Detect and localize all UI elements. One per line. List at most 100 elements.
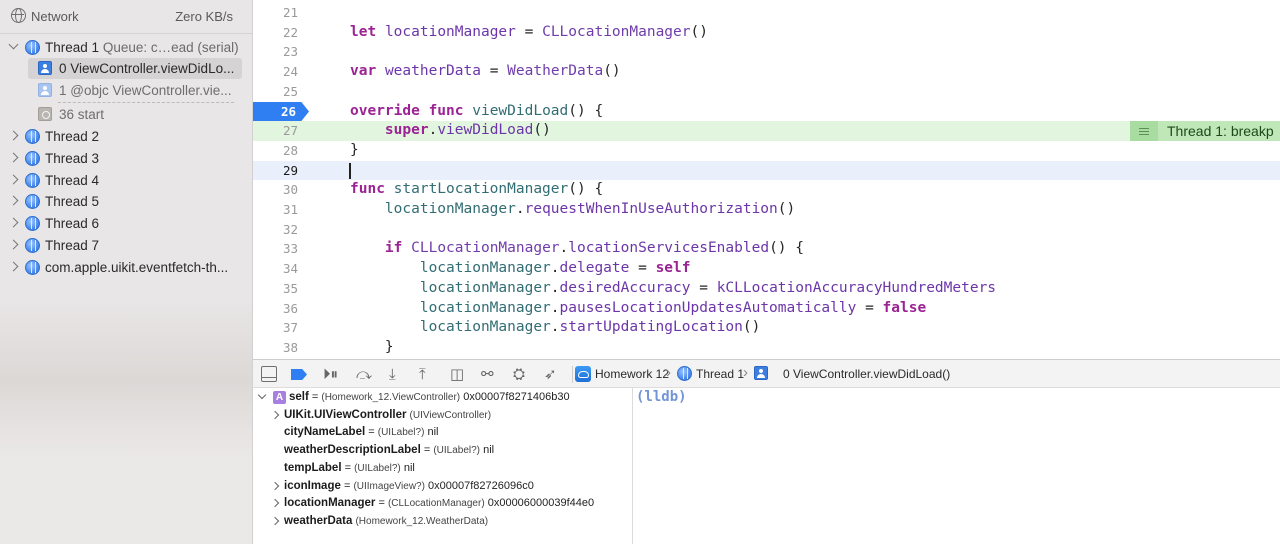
code-text: locationManager.pausesLocationUpdatesAut… bbox=[419, 299, 927, 316]
thread-row[interactable]: Thread 3 bbox=[0, 148, 253, 169]
line-number: 24 bbox=[282, 64, 298, 80]
memory-graph-icon[interactable]: ⚯ bbox=[481, 365, 494, 383]
variable-row[interactable]: cityNameLabel = (UILabel?) nil bbox=[253, 424, 633, 442]
variable-row[interactable]: tempLabel = (UILabel?) nil bbox=[253, 460, 633, 478]
code-line[interactable]: 25 bbox=[253, 82, 1280, 102]
line-number: 31 bbox=[282, 202, 298, 217]
thread-icon bbox=[25, 40, 40, 55]
variable-text: UIKit.UIViewController (UIViewController… bbox=[284, 408, 492, 421]
variable-row[interactable]: weatherDescriptionLabel = (UILabel?) nil bbox=[253, 442, 633, 460]
code-line[interactable]: 27 super.viewDidLoad()Thread 1: breakp bbox=[253, 121, 1280, 142]
breakpoint-marker[interactable]: 26 bbox=[253, 101, 309, 122]
chevron-right-icon[interactable] bbox=[8, 217, 19, 228]
code-text: override func viewDidLoad() { bbox=[350, 102, 604, 119]
code-line[interactable]: 21 bbox=[253, 3, 1280, 23]
variable-row[interactable]: locationManager = (CLLocationManager) 0x… bbox=[253, 495, 633, 513]
chevron-down-icon[interactable] bbox=[8, 39, 19, 50]
variable-text: locationManager = (CLLocationManager) 0x… bbox=[284, 497, 595, 510]
breadcrumb-app[interactable]: Homework 12 bbox=[595, 367, 670, 381]
step-into-icon[interactable]: ⤓ bbox=[389, 365, 396, 383]
thread-icon bbox=[25, 259, 40, 275]
chevron-right-icon[interactable] bbox=[8, 261, 19, 272]
code-line[interactable]: 34 locationManager.delegate = self bbox=[253, 259, 1280, 279]
text-cursor bbox=[349, 162, 351, 179]
code-text: locationManager.startUpdatingLocation() bbox=[419, 319, 761, 336]
thread-row[interactable]: Thread 5 bbox=[0, 191, 253, 212]
code-line[interactable]: 32 bbox=[253, 220, 1280, 240]
chevron-right-icon[interactable] bbox=[8, 152, 19, 163]
hide-debug-area-icon[interactable] bbox=[261, 366, 277, 382]
user-code-icon bbox=[38, 61, 52, 75]
line-number: 33 bbox=[282, 241, 298, 257]
console[interactable]: (lldb) bbox=[634, 388, 1280, 544]
chevron-right-icon[interactable] bbox=[270, 481, 280, 490]
network-label: Network bbox=[31, 9, 79, 24]
thread-label: com.apple.uikit.eventfetch-th... bbox=[45, 259, 229, 275]
line-number: 34 bbox=[282, 261, 298, 277]
chevron-right-icon[interactable] bbox=[8, 195, 19, 206]
simulate-location-icon[interactable]: ➶ bbox=[544, 365, 557, 383]
chevron-right-icon[interactable] bbox=[270, 410, 280, 419]
line-number: 36 bbox=[282, 300, 298, 316]
thread-row[interactable]: com.apple.uikit.eventfetch-th... bbox=[0, 257, 253, 278]
chevron-right-icon[interactable] bbox=[270, 498, 280, 508]
code-text: locationManager.delegate = self bbox=[419, 260, 691, 277]
line-number: 35 bbox=[282, 280, 298, 296]
debug-navigator: Network Zero KB/s Thread 1 Queue: c…ead … bbox=[0, 0, 253, 544]
variable-row[interactable]: UIKit.UIViewController (UIViewController… bbox=[253, 407, 633, 425]
variable-text: weatherData (Homework_12.WeatherData) bbox=[284, 514, 489, 527]
stack-frame-1[interactable]: 1 @objc ViewController.vie... bbox=[28, 80, 242, 101]
thread-stop-badge[interactable]: Thread 1: breakp bbox=[1130, 121, 1280, 142]
chevron-right-icon[interactable] bbox=[270, 516, 280, 526]
variable-text: weatherDescriptionLabel = (UILabel?) nil bbox=[284, 444, 495, 457]
variable-row[interactable]: weatherData (Homework_12.WeatherData) bbox=[253, 513, 633, 531]
code-line[interactable]: 31 locationManager.requestWhenInUseAutho… bbox=[253, 200, 1280, 220]
code-text: locationManager.requestWhenInUseAuthoriz… bbox=[384, 201, 796, 217]
code-line[interactable]: 38 } bbox=[253, 338, 1280, 358]
chevron-right-icon[interactable] bbox=[8, 130, 19, 141]
step-out-icon[interactable]: ⤒ bbox=[419, 365, 426, 383]
variable-row[interactable]: iconImage = (UIImageView?) 0x00007f82726… bbox=[253, 478, 633, 496]
code-line[interactable]: 28} bbox=[253, 141, 1280, 161]
step-over-icon[interactable]: ⤼ bbox=[356, 365, 373, 383]
system-frame-icon bbox=[38, 107, 52, 121]
stack-frame-0[interactable]: 0 ViewController.viewDidLo... bbox=[28, 58, 242, 79]
chevron-down-icon[interactable] bbox=[257, 390, 267, 400]
view-hierarchy-icon[interactable]: ◫ bbox=[450, 365, 465, 383]
thread-row-1[interactable]: Thread 1 Queue: c…ead (serial) bbox=[0, 37, 253, 58]
code-line[interactable]: 36 locationManager.pausesLocationUpdates… bbox=[253, 299, 1280, 319]
thread-row[interactable]: Thread 7 bbox=[0, 235, 253, 256]
chevron-right-icon[interactable] bbox=[8, 174, 19, 185]
thread-row[interactable]: Thread 4 bbox=[0, 170, 253, 191]
thread-row[interactable]: Thread 2 bbox=[0, 126, 253, 147]
thread-stop-label: Thread 1: breakp bbox=[1167, 123, 1274, 140]
network-gauge[interactable]: Network Zero KB/s bbox=[0, 5, 253, 27]
code-line[interactable]: 29 bbox=[253, 160, 1280, 181]
code-line[interactable]: 26 override func viewDidLoad() { bbox=[253, 101, 1280, 122]
thread-label: Thread 2 bbox=[45, 129, 100, 144]
stack-frame-36[interactable]: 36 start bbox=[28, 104, 242, 125]
variable-text: iconImage = (UIImageView?) 0x00007f82726… bbox=[284, 479, 534, 492]
thread-label: Thread 6 bbox=[45, 216, 100, 232]
thread-row[interactable]: Thread 6 bbox=[0, 213, 253, 234]
code-line[interactable]: 33 if CLLocationManager.locationServices… bbox=[253, 239, 1280, 259]
code-line[interactable]: 37 locationManager.startUpdatingLocation… bbox=[253, 318, 1280, 338]
chevron-right-icon[interactable] bbox=[8, 239, 19, 250]
chevron-right-icon: › bbox=[666, 364, 671, 381]
breadcrumb-thread[interactable]: Thread 1 bbox=[696, 367, 745, 381]
variable-text: self = (Homework_12.ViewController) 0x00… bbox=[289, 391, 570, 403]
thread-icon bbox=[677, 366, 692, 381]
lldb-prompt: (lldb) bbox=[636, 389, 687, 405]
code-line[interactable]: 35 locationManager.desiredAccuracy = kCL… bbox=[253, 279, 1280, 299]
code-line[interactable]: 23 bbox=[253, 42, 1280, 62]
breadcrumb-frame[interactable]: 0 ViewController.viewDidLoad() bbox=[783, 367, 951, 381]
variable-text: cityNameLabel = (UILabel?) nil bbox=[284, 426, 439, 439]
continue-icon[interactable]: ⏵⏸ bbox=[323, 365, 339, 383]
environment-overrides-icon[interactable]: ⛭ bbox=[513, 365, 526, 383]
breakpoints-toggle-icon[interactable] bbox=[291, 369, 307, 380]
